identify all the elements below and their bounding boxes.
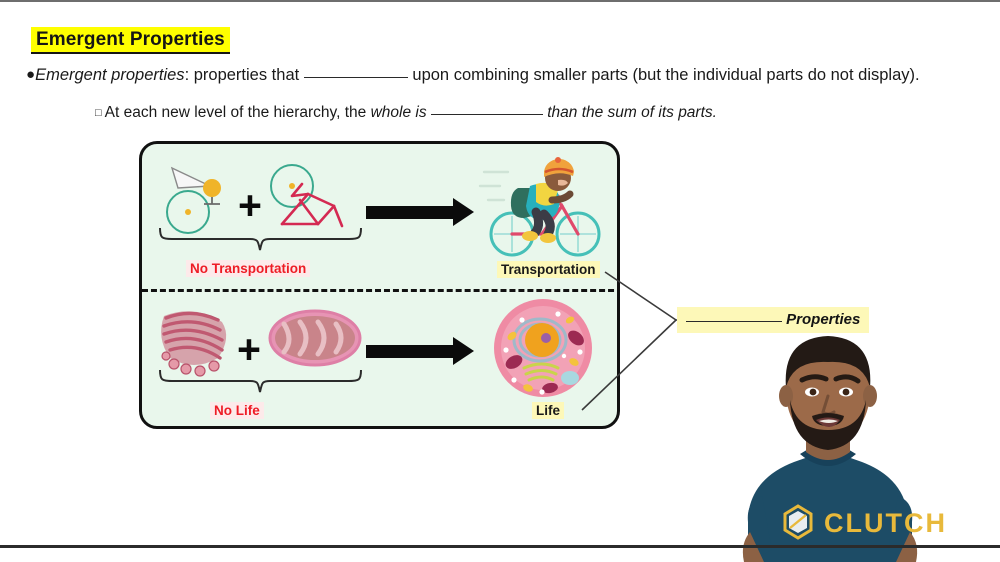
bullet-marker-dot: ● xyxy=(26,66,36,83)
brace-top-parts xyxy=(158,226,363,252)
sub-bullet-italic-mid: whole is xyxy=(370,104,427,121)
cyclist-illustration xyxy=(478,157,601,257)
bullet-marker-square: □ xyxy=(95,106,102,119)
brace-bottom-parts xyxy=(158,368,363,394)
bicycle-frame-icon xyxy=(280,182,344,228)
bullet-text-lead: : properties that xyxy=(184,66,300,84)
fill-in-blank-2 xyxy=(430,114,543,115)
bullet-text-tail: upon combining smaller parts (but the in… xyxy=(412,66,920,84)
panel-dashed-divider xyxy=(142,289,617,292)
sub-bullet-text-lead: At each new level of the hierarchy, the xyxy=(104,104,367,121)
label-no-life: No Life xyxy=(210,402,264,419)
label-no-transportation: No Transportation xyxy=(186,260,311,277)
bullet-term-emergent-properties: Emergent properties xyxy=(35,66,185,84)
bicycle-wheel-icon-1 xyxy=(166,190,210,234)
callout-properties-text: Properties xyxy=(786,311,861,328)
animal-cell-illustration xyxy=(494,299,592,397)
fill-in-blank-3 xyxy=(686,321,782,322)
presenter-video: CLUTCH xyxy=(660,330,1000,562)
sub-bullet-hierarchy: □At each new level of the hierarchy, the… xyxy=(95,104,717,122)
golgi-apparatus-icon xyxy=(161,311,227,377)
wheel-hub-icon xyxy=(289,183,295,189)
callout-properties-label: Properties xyxy=(677,307,870,333)
top-divider-rule xyxy=(0,0,1000,2)
wheel-hub-icon xyxy=(185,209,191,215)
label-transportation: Transportation xyxy=(497,261,600,278)
bullet-emergent-properties: ●Emergent properties: properties that up… xyxy=(26,66,920,85)
bottom-divider-rule xyxy=(0,545,1000,548)
plus-sign-top: + xyxy=(238,182,262,228)
bicycle-seat-icon xyxy=(170,166,221,205)
bicycle-wheel-icon-2 xyxy=(270,164,314,208)
page-title: Emergent Properties xyxy=(31,27,230,54)
arrow-top-right xyxy=(366,198,474,226)
shirt-logo-text: CLUTCH xyxy=(824,508,947,538)
emergent-properties-diagram: + No Transportation xyxy=(139,141,620,429)
plus-sign-bottom: + xyxy=(237,326,261,372)
mitochondrion-icon xyxy=(268,309,362,367)
label-life: Life xyxy=(532,402,565,419)
sub-bullet-text-tail: than the sum of its parts. xyxy=(547,104,717,121)
fill-in-blank-1 xyxy=(303,77,408,78)
arrow-bottom-right xyxy=(366,337,474,365)
